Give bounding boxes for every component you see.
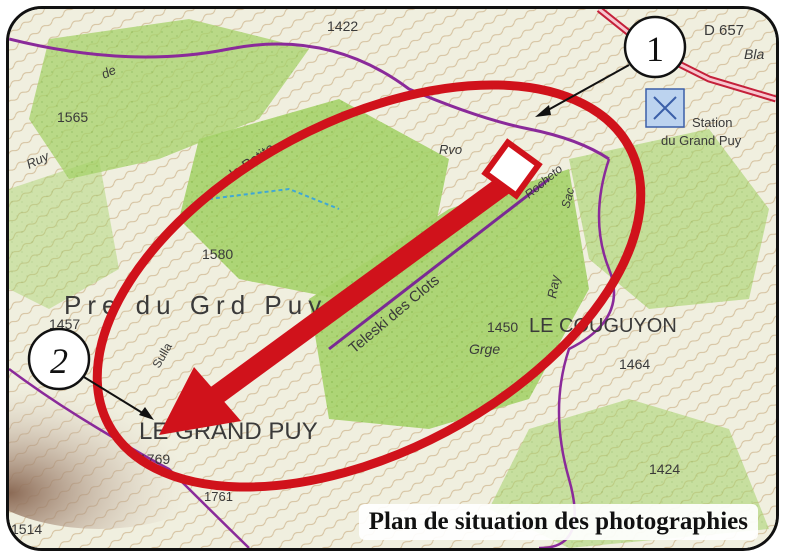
direction-arrow xyxy=(159,138,543,435)
map-caption: Plan de situation des photographies xyxy=(358,504,758,540)
marker-2-label: 2 xyxy=(50,341,68,381)
place-label-road: D 657 xyxy=(704,22,744,39)
place-label-de: de xyxy=(99,62,118,82)
spot-height-label: 1514 xyxy=(11,521,42,537)
spot-height-label: 1422 xyxy=(327,18,358,34)
place-label-station-line1: Station xyxy=(692,115,732,130)
highlight-ellipse xyxy=(92,80,646,492)
place-label-bla: Bla xyxy=(744,46,764,62)
spot-height-label: 1464 xyxy=(619,356,650,372)
camera-position-square xyxy=(481,138,543,200)
marker-1-label: 1 xyxy=(646,29,664,69)
place-label-station-line2: du Grand Puy xyxy=(661,133,742,148)
place-label-sac: Sac xyxy=(558,186,577,210)
place-label-le-couguyon: LE COUGUYON xyxy=(529,315,677,337)
topographic-map: 1422 1565 1580 1450 1464 1424 1514 1761 … xyxy=(9,9,776,548)
spot-height-label: 1450 xyxy=(487,319,518,335)
marker-1: 1 xyxy=(535,15,687,117)
spot-height-label: 1761 xyxy=(204,489,233,504)
ski-lift-line xyxy=(328,177,550,351)
map-frame: 1422 1565 1580 1450 1464 1424 1514 1761 … xyxy=(6,6,779,551)
spot-height-label: 1580 xyxy=(202,246,233,262)
spot-height-label: 1565 xyxy=(57,109,88,125)
place-label-pre-du-grd-puy: Pre du Grd Puy xyxy=(64,290,327,320)
marker-2: 2 xyxy=(27,327,154,420)
place-label-ray: Ray xyxy=(544,273,563,300)
place-label-grge: Grge xyxy=(469,341,500,357)
place-label-ravine: Rvo xyxy=(439,142,462,157)
spot-height-label: 1424 xyxy=(649,461,680,477)
station-icon xyxy=(645,88,685,128)
